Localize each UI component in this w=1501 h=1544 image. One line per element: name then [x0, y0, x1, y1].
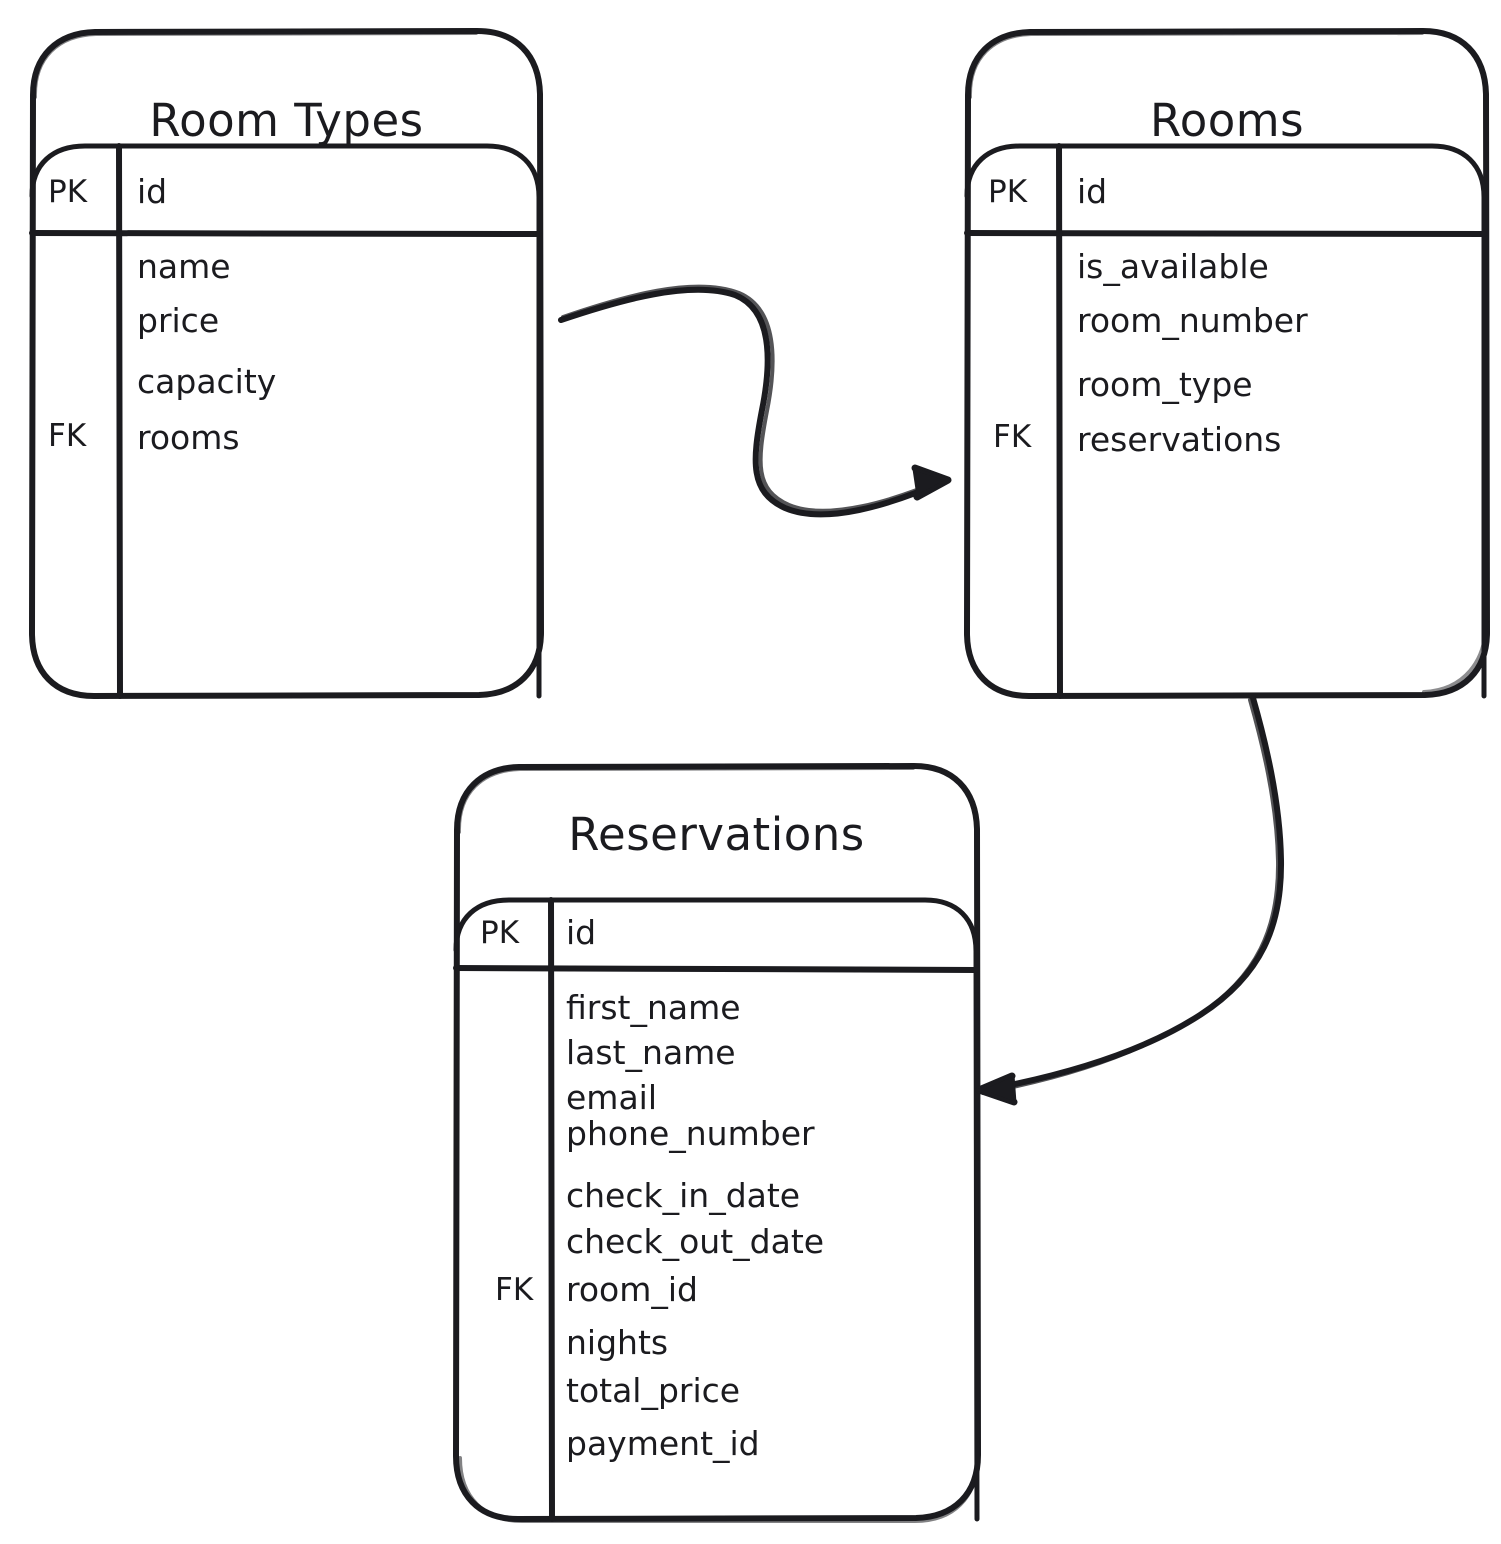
room-types-title: Room Types — [149, 94, 424, 147]
reservations-field-last-name: last_name — [566, 1033, 736, 1072]
reservations-field-first-name: first_name — [566, 988, 741, 1027]
reservations-field-email: email — [566, 1078, 658, 1117]
rooms-pk-marker: PK — [988, 174, 1028, 210]
reservations-field-check-in-date: check_in_date — [566, 1176, 801, 1215]
rooms-inner-table — [964, 143, 1487, 699]
room-types-field-price: price — [137, 301, 220, 340]
room-types-pk-field: id — [137, 172, 168, 211]
entity-reservations[interactable]: Reservations — [456, 766, 977, 1519]
reservations-field-payment-id: payment_id — [566, 1424, 760, 1463]
rooms-field-reservations: reservations — [1077, 420, 1282, 459]
reservations-field-phone-number: phone_number — [566, 1114, 815, 1153]
room-types-field-rooms: rooms — [137, 418, 240, 457]
rooms-fk-marker: FK — [993, 419, 1032, 455]
reservations-inner-table — [453, 897, 980, 1522]
connector-rooms-to-reservations — [975, 695, 1285, 1106]
room-types-field-capacity: capacity — [137, 362, 277, 401]
reservations-field-nights: nights — [566, 1323, 669, 1362]
rooms-field-room-type: room_type — [1077, 365, 1253, 404]
room-types-pk-marker: PK — [48, 174, 88, 210]
room-types-field-name: name — [137, 247, 231, 286]
reservations-field-room-id: room_id — [566, 1270, 698, 1309]
reservations-field-check-out-date: check_out_date — [566, 1222, 825, 1261]
entity-room-types[interactable]: Room Types — [32, 31, 541, 696]
rooms-title: Rooms — [1149, 94, 1305, 147]
room-types-fk-marker: FK — [48, 418, 87, 454]
entity-rooms[interactable]: Rooms — [967, 31, 1487, 696]
reservations-fk-marker: FK — [495, 1272, 534, 1308]
reservations-pk-marker: PK — [480, 915, 520, 951]
reservations-title: Reservations — [568, 808, 865, 861]
room-types-inner-table — [29, 143, 542, 699]
connector-room-types-to-rooms — [558, 284, 952, 518]
rooms-field-is-available: is_available — [1077, 247, 1269, 286]
rooms-field-room-number: room_number — [1077, 301, 1308, 340]
reservations-field-total-price: total_price — [566, 1371, 741, 1410]
rooms-pk-field: id — [1077, 172, 1108, 211]
reservations-pk-field: id — [566, 913, 597, 952]
